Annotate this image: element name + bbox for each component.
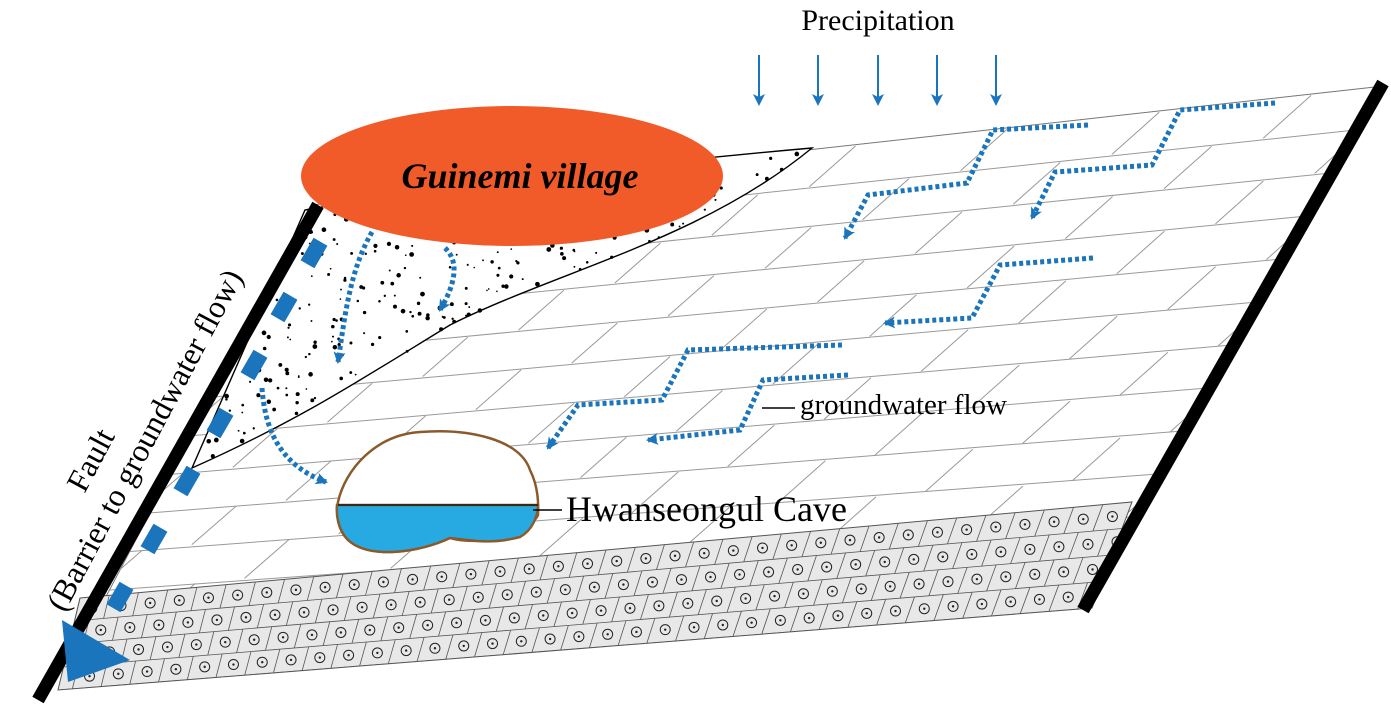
limestone-band [57,501,1133,691]
precipitation: Precipitation [753,4,1002,106]
right-boundary-line [1077,79,1389,614]
groundwater-flow-label: groundwater flow [800,389,1007,421]
groundwater-flow-paths [259,100,1276,485]
fault-dashes [106,237,328,613]
precipitation-label: Precipitation [801,4,954,37]
cave [335,430,540,554]
fault-outflow-arrow-icon [62,620,130,682]
fault-line [32,201,324,704]
cave-water [335,503,540,554]
cave-label: Hwanseongul Cave [566,489,847,529]
precipitation-arrows [753,55,1002,106]
village-label: Guinemi village [402,156,639,196]
village: Guinemi village [301,106,723,246]
